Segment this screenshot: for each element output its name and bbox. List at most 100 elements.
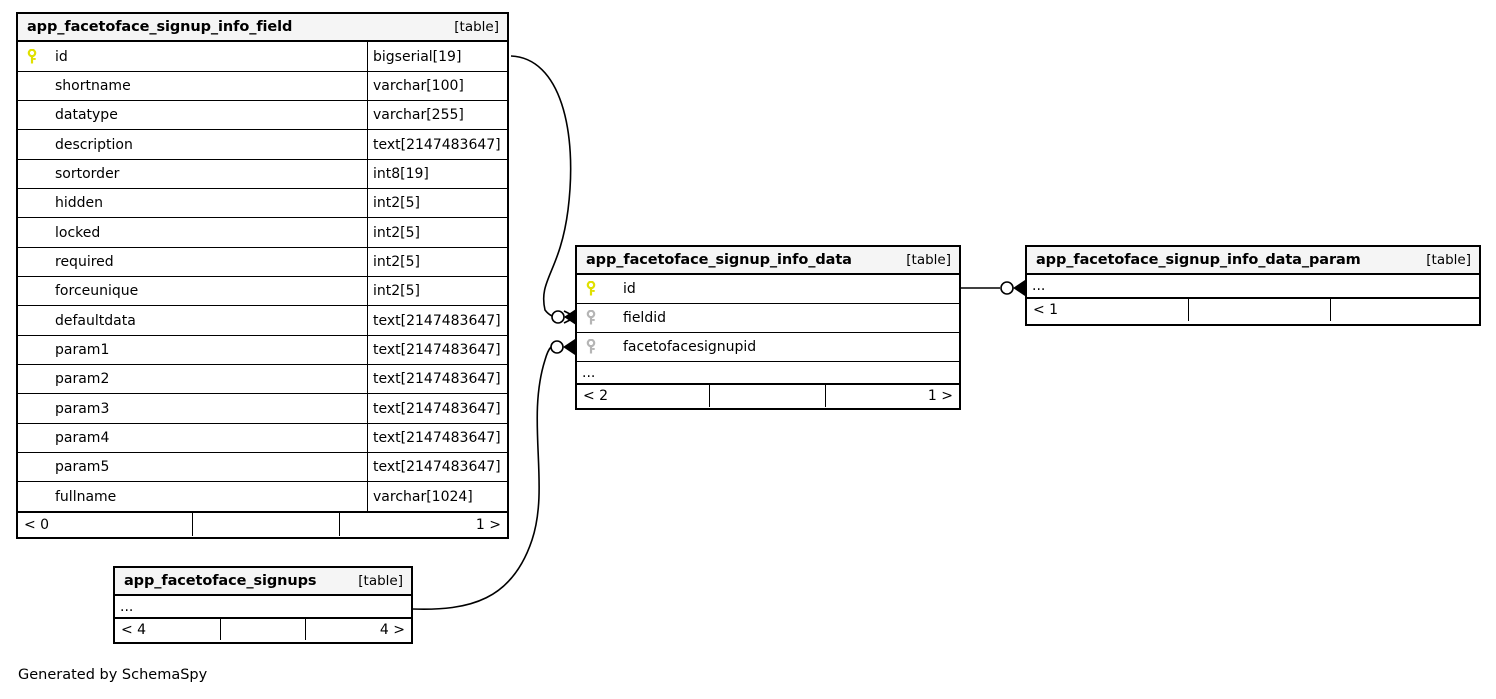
table-row[interactable]: datatype varchar[255] — [18, 101, 507, 130]
column-name-cell: forceunique — [18, 277, 367, 305]
generated-by-caption: Generated by SchemaSpy — [18, 667, 208, 683]
column-type-cell: int8[19] — [367, 160, 507, 188]
table-row[interactable]: hidden int2[5] — [18, 189, 507, 218]
column-name-cell: defaultdata — [18, 306, 367, 335]
table-footer: < 2 1 > — [577, 384, 959, 407]
footer-parents-count: < 0 — [24, 516, 50, 533]
table-row[interactable]: fullname varchar[1024] — [18, 482, 507, 512]
column-type-cell: int2[5] — [367, 248, 507, 276]
column-type-cell: int2[5] — [367, 218, 507, 247]
edge-field-id-to-data-fieldid — [510, 55, 577, 325]
column-label: locked — [55, 224, 101, 241]
column-label: forceunique — [55, 283, 139, 299]
column-name-cell: description — [18, 130, 367, 159]
table-title: app_facetoface_signup_info_data — [586, 252, 852, 268]
column-label: defaultdata — [55, 312, 136, 329]
column-name-cell: sortorder — [18, 160, 367, 188]
column-name-cell: id — [577, 275, 959, 303]
footer-parents-count: < 2 — [583, 388, 609, 404]
column-name-cell: param4 — [18, 424, 367, 452]
table-row[interactable]: sortorder int8[19] — [18, 160, 507, 189]
column-label: id — [55, 48, 68, 65]
table-app_facetoface_signup_info_data[interactable]: app_facetoface_signup_info_data [table] … — [575, 245, 961, 410]
column-label: required — [55, 254, 114, 270]
table-row[interactable]: param3 text[2147483647] — [18, 394, 507, 424]
footer-children-count: 1 > — [927, 388, 953, 404]
table-row[interactable]: defaultdata text[2147483647] — [18, 306, 507, 336]
crowsfoot-zero-circle — [550, 340, 564, 354]
table-footer: < 4 4 > — [115, 618, 411, 640]
foreign-key-icon — [584, 310, 611, 326]
table-type-tag: [table] — [906, 252, 951, 268]
column-label: param2 — [55, 371, 110, 387]
table-row[interactable]: id bigserial[19] — [18, 42, 507, 72]
column-type-cell: text[2147483647] — [367, 306, 507, 335]
table-more-columns-row[interactable]: ... — [1027, 275, 1479, 298]
table-row[interactable]: id — [577, 275, 959, 304]
table-row[interactable]: description text[2147483647] — [18, 130, 507, 160]
column-type-cell: varchar[1024] — [367, 482, 507, 511]
footer-children-count: 1 > — [475, 516, 501, 533]
footer-parents-count: < 1 — [1033, 302, 1059, 318]
table-app_facetoface_signup_info_data_param[interactable]: app_facetoface_signup_info_data_param [t… — [1025, 245, 1481, 326]
table-header: app_facetoface_signups [table] — [115, 568, 411, 596]
column-type-cell: int2[5] — [367, 277, 507, 305]
table-row[interactable]: param4 text[2147483647] — [18, 424, 507, 453]
column-name-cell: datatype — [18, 101, 367, 129]
column-label: sortorder — [55, 166, 120, 182]
table-row[interactable]: shortname varchar[100] — [18, 72, 507, 101]
table-row[interactable]: param5 text[2147483647] — [18, 453, 507, 482]
table-row[interactable]: required int2[5] — [18, 248, 507, 277]
table-header: app_facetoface_signup_info_field [table] — [18, 14, 507, 42]
table-type-tag: [table] — [454, 19, 499, 35]
column-name-cell: facetofacesignupid — [577, 333, 959, 361]
table-more-columns-row[interactable]: ... — [115, 596, 411, 618]
column-type-cell: text[2147483647] — [367, 336, 507, 364]
column-name-cell: required — [18, 248, 367, 276]
column-name-cell: hidden — [18, 189, 367, 217]
table-type-tag: [table] — [358, 573, 403, 589]
column-type-cell: text[2147483647] — [367, 365, 507, 393]
table-row[interactable]: param1 text[2147483647] — [18, 336, 507, 365]
column-label: shortname — [55, 78, 131, 94]
table-app_facetoface_signups[interactable]: app_facetoface_signups [table] ... < 4 4… — [113, 566, 413, 644]
table-header: app_facetoface_signup_info_data_param [t… — [1027, 247, 1479, 275]
column-type-cell: varchar[255] — [367, 101, 507, 129]
column-name-cell: locked — [18, 218, 367, 247]
table-footer: < 0 1 > — [18, 512, 507, 536]
column-label: param5 — [55, 459, 110, 475]
column-label: id — [623, 281, 636, 297]
column-label: param1 — [55, 342, 110, 358]
column-label: param4 — [55, 430, 110, 446]
column-type-cell: text[2147483647] — [367, 424, 507, 452]
column-type-cell: text[2147483647] — [367, 453, 507, 481]
column-name-cell: param2 — [18, 365, 367, 393]
table-row[interactable]: locked int2[5] — [18, 218, 507, 248]
footer-middle — [192, 513, 340, 536]
column-label: fullname — [55, 488, 117, 505]
crowsfoot-zero-circle — [551, 310, 565, 324]
column-label: hidden — [55, 195, 104, 211]
column-label: facetofacesignupid — [623, 339, 757, 355]
table-row[interactable]: facetofacesignupid — [577, 333, 959, 362]
more-columns-label: ... — [582, 364, 596, 381]
primary-key-icon — [584, 281, 611, 297]
crowsfoot-zero-circle — [1000, 281, 1014, 295]
primary-key-icon — [25, 48, 52, 65]
column-name-cell: param3 — [18, 394, 367, 423]
column-name-cell: param5 — [18, 453, 367, 481]
table-app_facetoface_signup_info_field[interactable]: app_facetoface_signup_info_field [table]… — [16, 12, 509, 539]
table-title: app_facetoface_signups — [124, 573, 317, 589]
column-type-cell: text[2147483647] — [367, 130, 507, 159]
column-type-cell: int2[5] — [367, 189, 507, 217]
column-name-cell: fullname — [18, 482, 367, 511]
table-more-columns-row[interactable]: ... — [577, 362, 959, 384]
column-type-cell: text[2147483647] — [367, 394, 507, 423]
table-row[interactable]: fieldid — [577, 304, 959, 333]
column-name-cell: id — [18, 42, 367, 71]
foreign-key-icon — [584, 339, 611, 355]
table-row[interactable]: forceunique int2[5] — [18, 277, 507, 306]
table-row[interactable]: param2 text[2147483647] — [18, 365, 507, 394]
column-type-cell: varchar[100] — [367, 72, 507, 100]
